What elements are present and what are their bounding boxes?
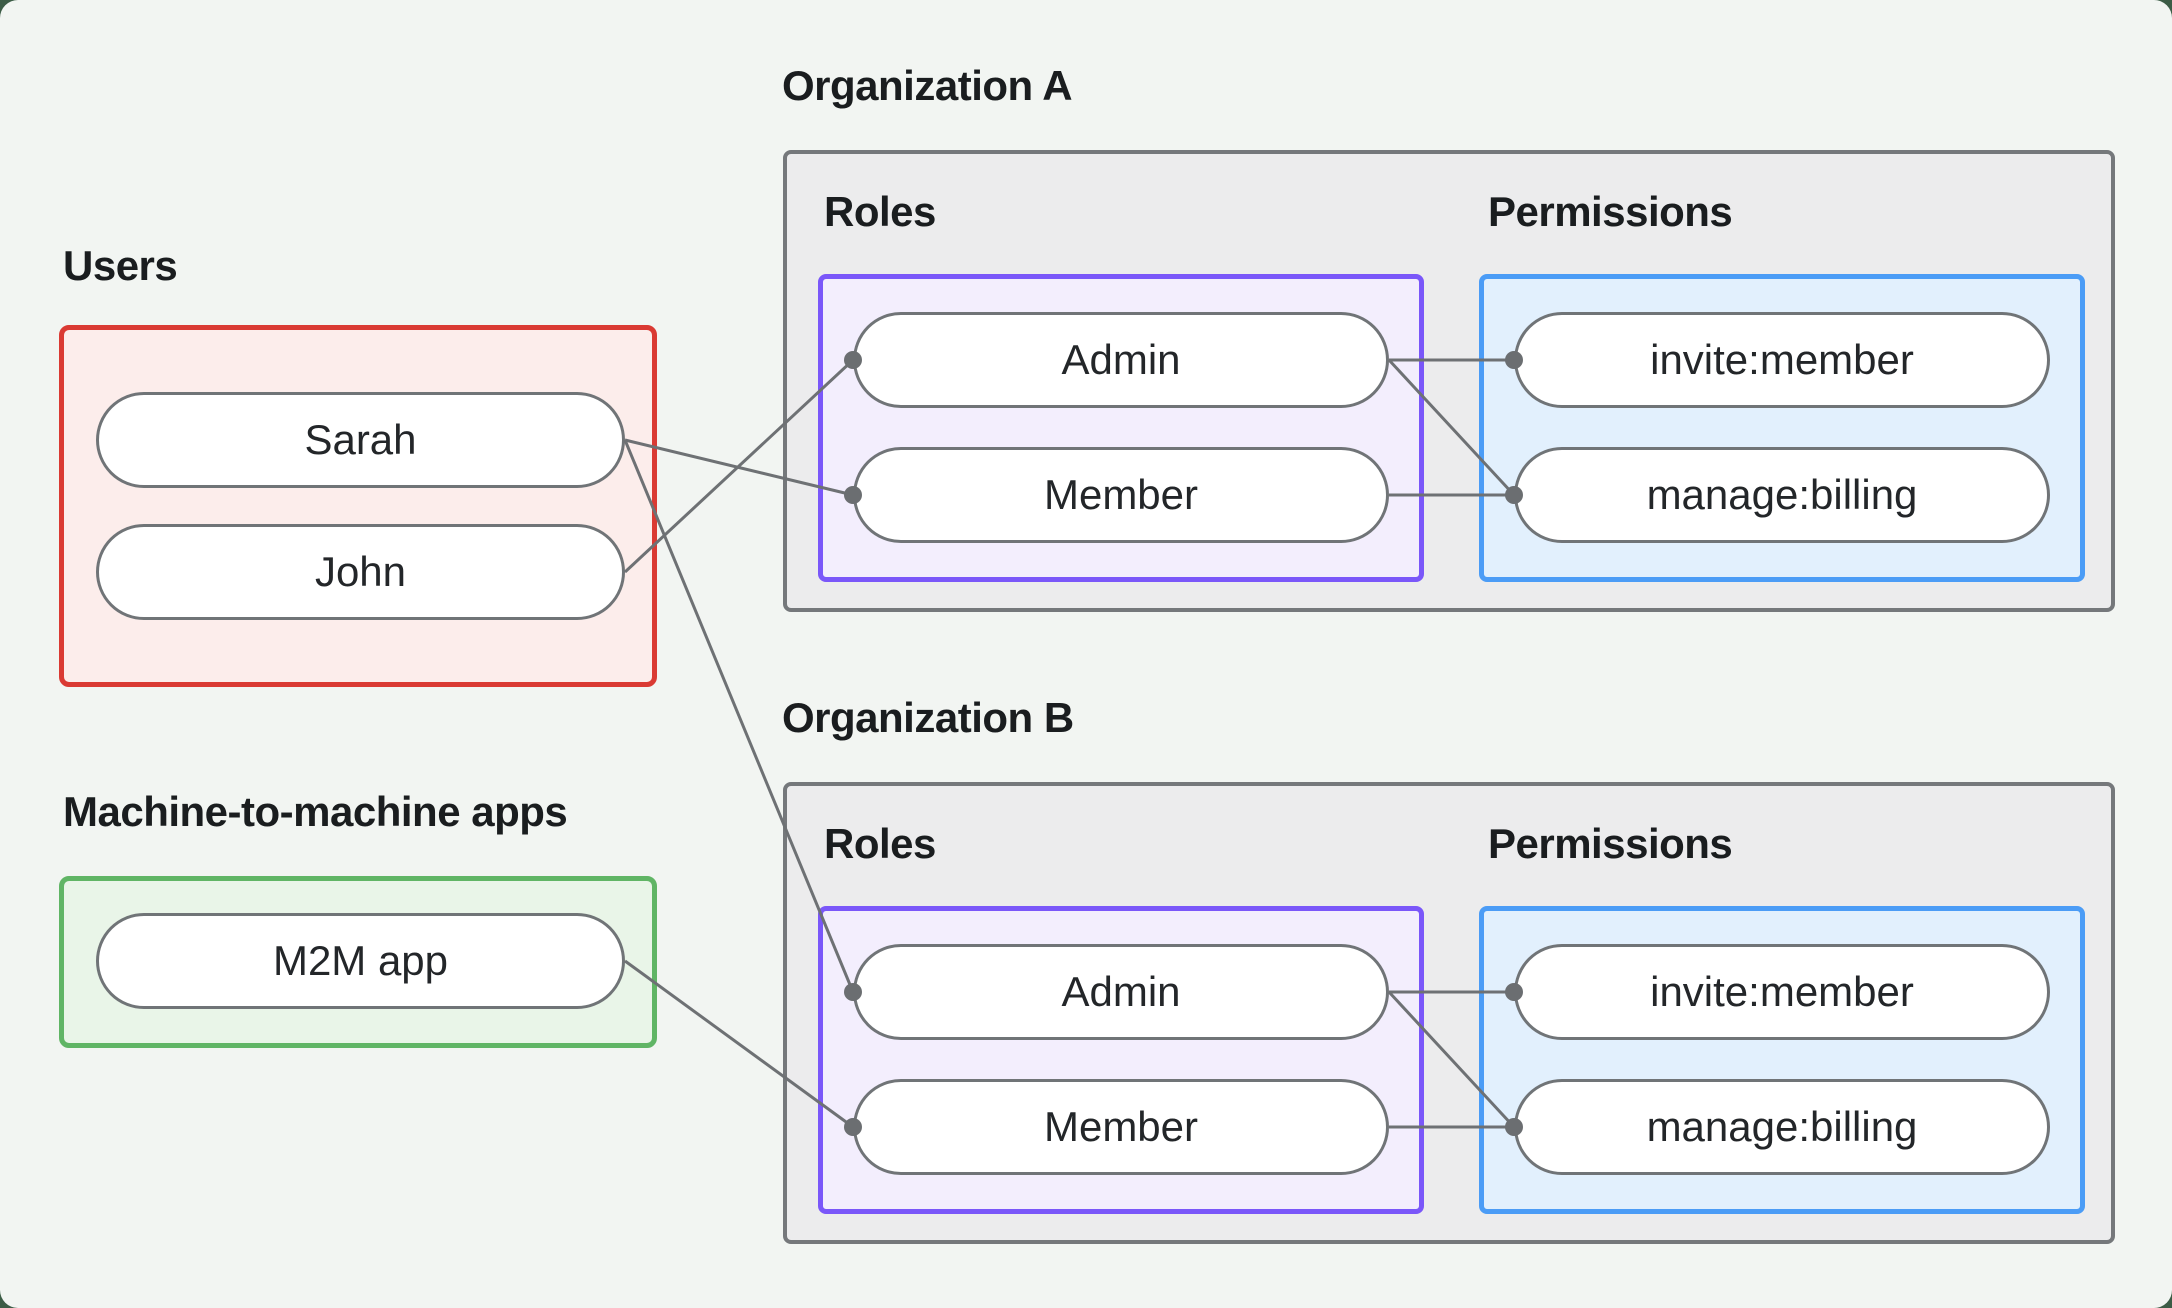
org-a-role-member-label: Member — [1043, 471, 1199, 518]
m2m-app-pill: M2M app — [96, 913, 625, 1009]
org-a-permissions-label: Permissions — [1488, 188, 1733, 235]
org-b-role-pill-member: Member — [853, 1079, 1389, 1175]
org-a-permission-pill-invite-member: invite:member — [1514, 312, 2050, 408]
org-a-box: Roles Permissions Admin Member invite:me… — [783, 150, 2115, 612]
m2m-group-label: Machine-to-machine apps — [63, 788, 568, 835]
org-a-role-pill-admin: Admin — [853, 312, 1389, 408]
org-b-label: Organization B — [782, 694, 1074, 741]
users-group-box: Sarah John — [59, 325, 657, 687]
user-pill-sarah-label: Sarah — [304, 416, 417, 463]
org-a-role-pill-member: Member — [853, 447, 1389, 543]
org-b-role-member-label: Member — [1043, 1103, 1199, 1150]
org-a-permissions-box: invite:member manage:billing — [1479, 274, 2085, 582]
org-a-permission-invite-member-label: invite:member — [1650, 336, 1914, 383]
user-pill-john: John — [96, 524, 625, 620]
org-b-permission-pill-manage-billing: manage:billing — [1514, 1079, 2050, 1175]
org-a-role-admin-label: Admin — [1061, 336, 1181, 383]
org-a-roles-box: Admin Member — [818, 274, 1424, 582]
org-a-roles-label: Roles — [824, 188, 936, 235]
org-a-permission-pill-manage-billing: manage:billing — [1514, 447, 2050, 543]
org-b-roles-box: Admin Member — [818, 906, 1424, 1214]
org-b-box: Roles Permissions Admin Member invite:me… — [783, 782, 2115, 1244]
org-b-role-pill-admin: Admin — [853, 944, 1389, 1040]
m2m-group-box: M2M app — [59, 876, 657, 1048]
org-b-permissions-box: invite:member manage:billing — [1479, 906, 2085, 1214]
org-a-permission-manage-billing-label: manage:billing — [1646, 471, 1918, 518]
users-group-label: Users — [63, 242, 178, 289]
org-a-label: Organization A — [782, 62, 1073, 109]
org-b-permission-manage-billing-label: manage:billing — [1646, 1103, 1918, 1150]
org-b-permission-invite-member-label: invite:member — [1650, 968, 1914, 1015]
user-pill-john-label: John — [314, 548, 407, 595]
org-b-permission-pill-invite-member: invite:member — [1514, 944, 2050, 1040]
m2m-app-pill-label: M2M app — [272, 937, 449, 984]
user-pill-sarah: Sarah — [96, 392, 625, 488]
org-b-permissions-label: Permissions — [1488, 820, 1733, 867]
org-b-role-admin-label: Admin — [1061, 968, 1181, 1015]
org-b-roles-label: Roles — [824, 820, 936, 867]
